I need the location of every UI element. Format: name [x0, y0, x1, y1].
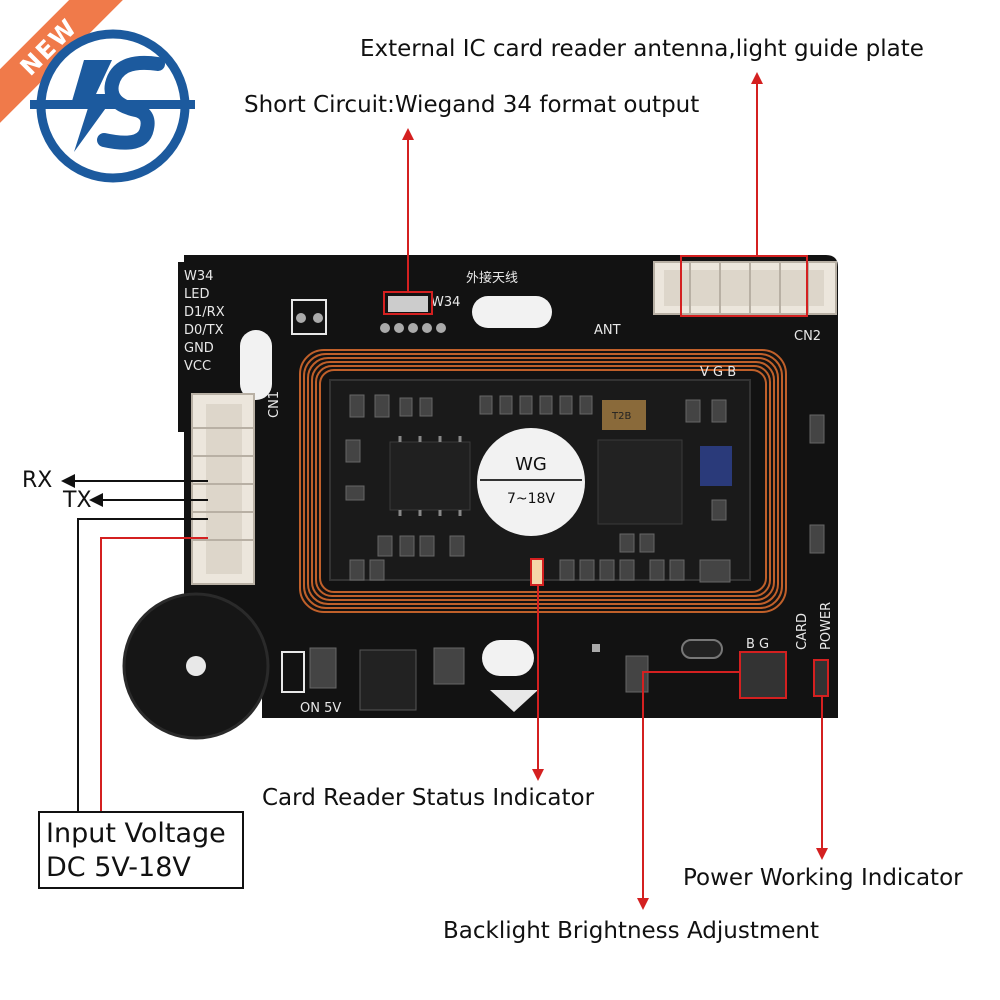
silk-antenna: 外接天线 [466, 270, 518, 286]
crystal-text: T2B [611, 411, 631, 422]
smd-components [345, 394, 825, 583]
callout-backlight: Backlight Brightness Adjustment [443, 918, 819, 944]
w34-jumper-pads [380, 296, 446, 333]
silk-cn2: CN2 [794, 329, 821, 344]
silk-power: POWER [819, 602, 834, 650]
silk-bg: B G [746, 637, 769, 652]
buzzer [122, 592, 270, 740]
ic-chip-left [389, 441, 471, 511]
silk-pin-d0tx: D0/TX [184, 323, 224, 338]
antenna-coil [299, 349, 787, 613]
chip-voltage: 7~18V [507, 491, 555, 507]
mounting-slot [240, 330, 272, 400]
wire-vcc [100, 537, 208, 811]
pointer-backlight [637, 671, 740, 910]
silk-on-5v: ON 5V [300, 701, 341, 716]
cn2-connector [653, 261, 837, 315]
silk-w34: W34 [431, 295, 460, 310]
cn2-highlight [680, 255, 808, 317]
mounting-slot [472, 296, 552, 328]
cn1-connector [191, 393, 255, 585]
input-voltage-line2: DC 5V-18V [46, 852, 191, 883]
callout-external-antenna: External IC card reader antenna,light gu… [360, 36, 924, 62]
silk-pin-w34: W34 [184, 269, 213, 284]
silk-vgb: V G B [700, 365, 736, 380]
silk-cn1: CN1 [267, 391, 282, 418]
pcb-board: T2B WG 7~18V [122, 255, 838, 740]
input-voltage-line1: Input Voltage [46, 818, 226, 849]
lightning-s-logo-icon [30, 29, 195, 183]
wg-sticker: WG 7~18V [477, 428, 585, 536]
power-led [813, 659, 829, 697]
silk-pin-d1rx: D1/RX [184, 305, 225, 320]
silk-card: CARD [795, 613, 810, 650]
silk-pin-led: LED [184, 287, 209, 302]
crystal [602, 400, 646, 430]
label-rx: RX [22, 468, 53, 493]
silk-pin-gnd: GND [184, 341, 214, 356]
mcu-chip [597, 439, 683, 525]
callout-power-indicator: Power Working Indicator [683, 865, 963, 891]
silk-ant: ANT [594, 323, 621, 338]
wire-gnd [77, 518, 208, 811]
chip-label: WG [515, 454, 547, 475]
mounting-slot [482, 640, 534, 676]
status-led [530, 558, 544, 586]
callout-short-circuit: Short Circuit:Wiegand 34 format output [244, 92, 700, 118]
component-blue [700, 446, 732, 486]
led-jumper-pads [291, 299, 327, 335]
backlight-leds [739, 651, 787, 699]
input-voltage-box: Input Voltage DC 5V-18V [38, 811, 244, 889]
voltage-regulator [359, 649, 417, 711]
silk-pin-vcc: VCC [184, 359, 211, 374]
label-tx: TX [63, 488, 92, 513]
callout-card-status: Card Reader Status Indicator [262, 785, 595, 811]
